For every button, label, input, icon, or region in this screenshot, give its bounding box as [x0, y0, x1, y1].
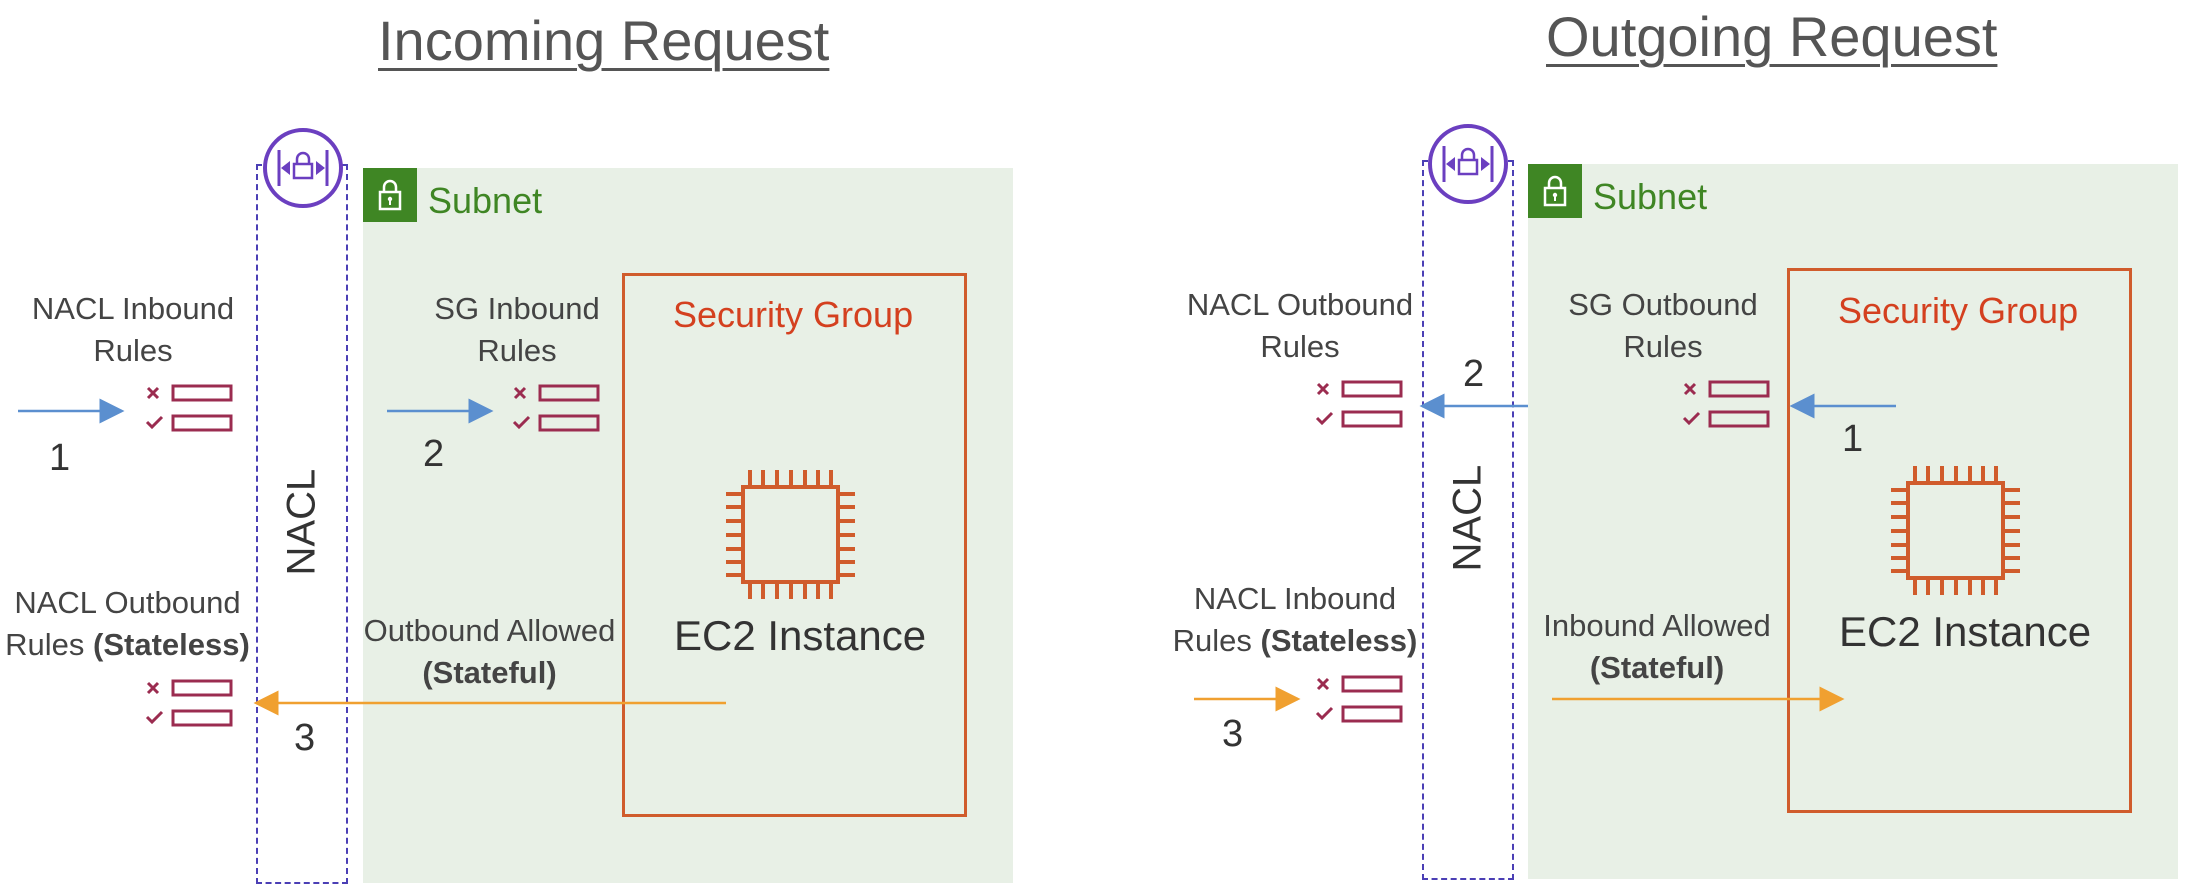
nacl-inbound-line1: NACL Inbound	[1193, 581, 1397, 616]
nacl-inbound-rules-label: NACL Inbound Rules	[31, 291, 235, 368]
nacl-icon	[1428, 124, 1508, 204]
subnet-area	[1528, 164, 2178, 879]
nacl-icon	[263, 128, 343, 208]
stateful-tag: (Stateful)	[422, 655, 557, 690]
outbound-allowed-text: Outbound Allowed	[363, 613, 616, 648]
padlock-icon	[363, 168, 417, 222]
security-group-box	[1787, 268, 2132, 813]
outgoing-request-panel: Outgoing Request Subnet Security Group E…	[1170, 0, 2199, 887]
rules-list-icon	[1682, 380, 1770, 428]
step-2: 2	[423, 433, 445, 475]
incoming-title: Incoming Request	[378, 9, 830, 72]
inbound-allowed-text: Inbound Allowed	[1543, 608, 1771, 643]
nacl-inbound-rules-label: NACL Inbound Rules (Stateless)	[1170, 578, 1420, 662]
ec2-chip-icon	[1891, 466, 2020, 595]
step-3: 3	[1222, 713, 1244, 755]
outbound-allowed-label: Outbound Allowed (Stateful)	[352, 610, 627, 694]
ec2-instance-label: EC2 Instance	[674, 612, 927, 659]
subnet-area	[363, 168, 1013, 883]
step-2: 2	[1463, 353, 1485, 395]
step-3: 3	[294, 717, 316, 759]
rules-list-icon	[145, 679, 233, 727]
subnet-label: Subnet	[428, 180, 543, 221]
rules-word: Rules	[5, 627, 94, 662]
ec2-instance-label: EC2 Instance	[1839, 608, 2092, 655]
nacl-inbound-line2: Rules (Stateless)	[1170, 620, 1420, 662]
incoming-request-panel: Incoming Request Subnet Security Group E…	[0, 0, 1090, 887]
outgoing-graphics	[1194, 124, 2020, 723]
security-group-label: Security Group	[1838, 290, 2079, 331]
outgoing-title: Outgoing Request	[1546, 5, 1998, 68]
rules-list-icon	[1315, 675, 1403, 723]
sg-outbound-rules-label: SG Outbound Rules	[1568, 287, 1758, 364]
rules-list-icon	[145, 384, 233, 432]
security-group-box	[622, 273, 967, 817]
rules-list-icon	[512, 384, 600, 432]
security-group-label: Security Group	[673, 294, 914, 335]
stateless-tag: (Stateless)	[93, 627, 250, 662]
padlock-icon	[1528, 164, 1582, 218]
nacl-outbound-rules-label: NACL Outbound Rules	[1186, 287, 1414, 364]
stateless-tag: (Stateless)	[1260, 623, 1418, 658]
sg-inbound-rules-label: SG Inbound Rules	[434, 291, 600, 368]
stateful-tag: (Stateful)	[1589, 650, 1725, 685]
step-1: 1	[1842, 418, 1864, 460]
rules-word: Rules	[1172, 623, 1261, 658]
rules-list-icon	[1315, 380, 1403, 428]
incoming-graphics	[18, 128, 855, 727]
inbound-allowed-label: Inbound Allowed (Stateful)	[1532, 605, 1782, 689]
ec2-chip-icon	[726, 470, 855, 599]
step-1: 1	[49, 437, 71, 479]
nacl-outbound-line2: Rules (Stateless)	[0, 624, 255, 666]
nacl-outbound-line1: NACL Outbound	[14, 585, 241, 620]
subnet-label: Subnet	[1593, 176, 1708, 217]
nacl-outbound-rules-label: NACL Outbound Rules (Stateless)	[0, 582, 255, 666]
